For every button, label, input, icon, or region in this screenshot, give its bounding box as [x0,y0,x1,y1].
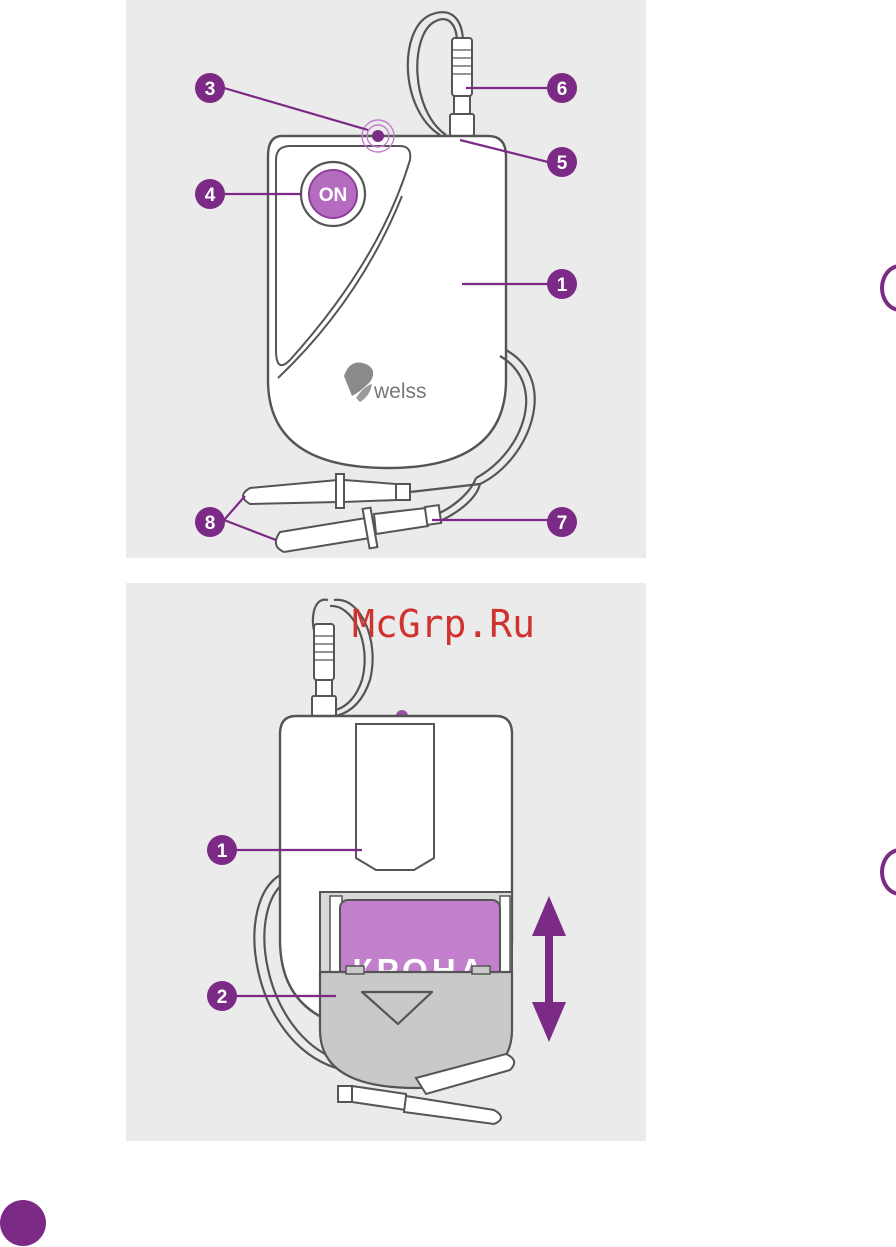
svg-text:7: 7 [557,513,568,534]
electrode-bottom-lower [338,1086,501,1124]
lead-connector-bottom [312,624,336,716]
on-button[interactable]: ON [301,162,365,226]
svg-text:4: 4 [205,185,216,206]
callout-2: 2 [207,981,237,1011]
svg-text:1: 1 [557,275,568,296]
logo-text: welss [373,380,427,403]
electrode-lower [276,505,441,552]
svg-text:2: 2 [217,987,228,1008]
watermark: McGrp.Ru [352,602,535,646]
on-button-label: ON [319,185,348,206]
page-dot [0,1200,46,1246]
svg-text:6: 6 [557,79,568,100]
callout-4: 4 [195,179,225,209]
svg-text:3: 3 [205,79,216,100]
electrode-upper [243,474,410,508]
callout-3: 3 [195,73,225,103]
sensor-indicator [362,120,394,152]
svg-text:1: 1 [217,841,228,862]
callout-8: 8 [195,507,225,537]
callout-1-top: 1 [547,269,577,299]
slide-direction-arrow [532,896,566,1042]
callout-1-bottom: 1 [207,835,237,865]
callout-7: 7 [547,507,577,537]
svg-text:5: 5 [557,153,568,174]
callout-6: 6 [547,73,577,103]
svg-text:8: 8 [205,513,216,534]
callout-5: 5 [547,147,577,177]
